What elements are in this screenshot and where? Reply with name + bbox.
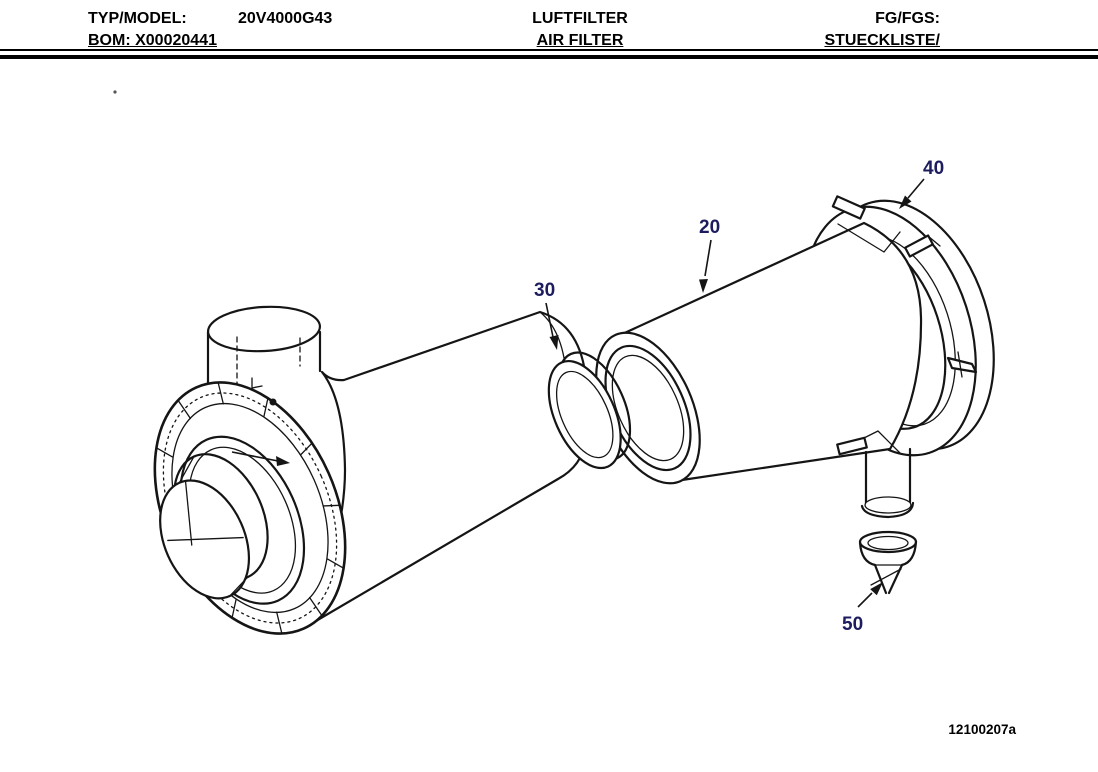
drain-pipe: [860, 447, 915, 519]
outlet-tube-walls: [178, 455, 249, 597]
callout-50-label[interactable]: 50: [842, 614, 863, 635]
inlet-stub-opening: [206, 305, 322, 353]
stray-dot: [113, 90, 117, 94]
end-ring-inner: [611, 354, 685, 462]
header-rule-thick: [0, 55, 1098, 59]
clamp-bracket-top: [837, 223, 901, 253]
callout-30-leader: [545, 302, 554, 338]
callout-20-leader: [704, 239, 712, 277]
callout-20-arrowhead: [699, 279, 708, 293]
valve-cup-sides: [858, 540, 918, 567]
drain-valve: [858, 530, 918, 595]
callout-20: 20: [699, 217, 720, 293]
housing-shell: [302, 310, 588, 630]
clamp-bolt-right-pin: [957, 351, 963, 378]
callout-30-arrowhead: [549, 335, 559, 350]
flow-arrow: [231, 451, 290, 466]
callout-50-leader: [857, 592, 873, 608]
callout-50: 50: [842, 582, 883, 635]
rim-segments: [155, 381, 345, 635]
flange-clamps: [831, 195, 978, 456]
callout-40-arrowhead: [899, 195, 912, 209]
fg-fgs-label: FG/FGS:: [875, 10, 940, 27]
clamp-bolt-upper-right-tip: [927, 235, 941, 247]
callout-50-arrowhead: [870, 582, 883, 596]
valve-slit: [870, 568, 902, 586]
title-german: LUFTFILTER: [532, 10, 628, 27]
clamp-bolt-right: [946, 356, 978, 374]
drawing-number: 12100207a: [948, 722, 1016, 737]
title-english: AIR FILTER: [536, 32, 624, 49]
clamp-bottom: [836, 436, 868, 456]
face-tab-bracket: [251, 377, 263, 389]
header-rule-thin: [0, 49, 1098, 51]
callout-40-label[interactable]: 40: [923, 158, 944, 179]
face-dotted-ring: [162, 392, 338, 624]
clamp-bolt-upper-right: [904, 234, 934, 258]
drain-pipe-mouth: [864, 496, 912, 514]
outlet-tube-vanes: [167, 481, 244, 546]
callout-40: 40: [899, 158, 944, 209]
callout-20-label[interactable]: 20: [699, 217, 720, 238]
housing: [153, 305, 632, 635]
seal-ring-front: [547, 359, 622, 470]
inlet-stub: [206, 305, 322, 398]
typ-model-label: TYP/MODEL:: [88, 10, 187, 27]
callout-30: 30: [534, 280, 559, 350]
callout-30-label[interactable]: 30: [534, 280, 555, 301]
seal-ring: [547, 351, 632, 470]
drain-pipe-lip: [860, 501, 915, 519]
element-end-ring: [595, 331, 701, 485]
typ-model-value: 20V4000G43: [238, 10, 333, 27]
valve-rim-inner: [867, 535, 909, 551]
callout-40-leader: [907, 178, 925, 199]
seal-ring-inner: [555, 370, 614, 459]
outlet-tube: [159, 453, 269, 600]
fg-fgs-value: STUECKLISTE/: [824, 32, 940, 49]
bom-text: BOM: X00020441: [88, 32, 217, 49]
face-tab-dot: [269, 398, 277, 406]
clamp-top: [831, 195, 866, 220]
